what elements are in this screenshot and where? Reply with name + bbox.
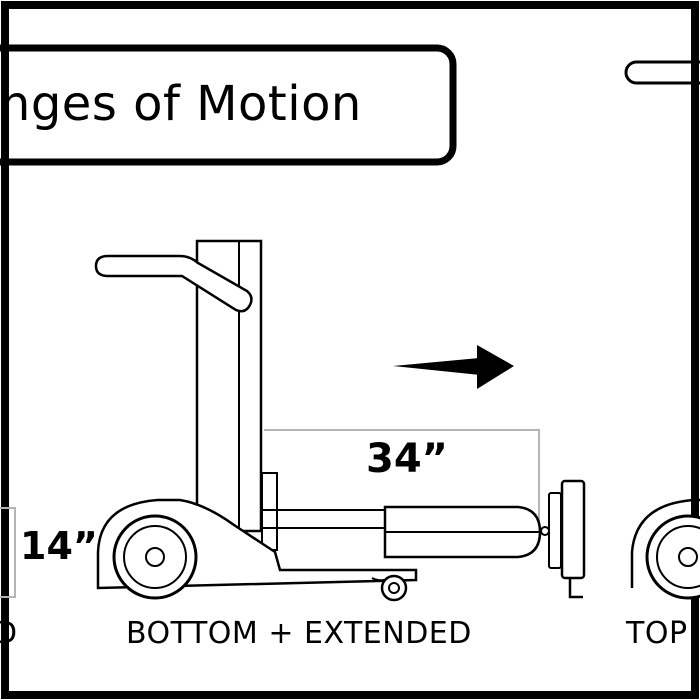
left-dimension-box — [0, 507, 16, 598]
arrow-right-icon — [393, 345, 514, 389]
right-wheel — [645, 514, 700, 600]
end-plate-bracket — [548, 492, 562, 569]
carriage-rail — [262, 509, 391, 529]
title-pill — [0, 44, 457, 166]
end-plate — [560, 479, 586, 580]
handle — [94, 254, 253, 313]
right-base — [630, 498, 700, 588]
caption-left: D — [0, 616, 18, 651]
page-title: anges of Motion — [0, 76, 362, 132]
extension-dimension-line — [264, 429, 540, 530]
caster-wheel — [371, 574, 408, 602]
height-dimension-label: 14” — [20, 524, 98, 568]
caption-right: TOP — [626, 616, 688, 651]
lower-fork — [261, 472, 278, 551]
extension-dimension-label: 34” — [366, 436, 448, 482]
wheel-icon — [112, 514, 198, 600]
top-right-pill — [624, 60, 700, 85]
caption-center: BOTTOM + EXTENDED — [126, 616, 472, 651]
